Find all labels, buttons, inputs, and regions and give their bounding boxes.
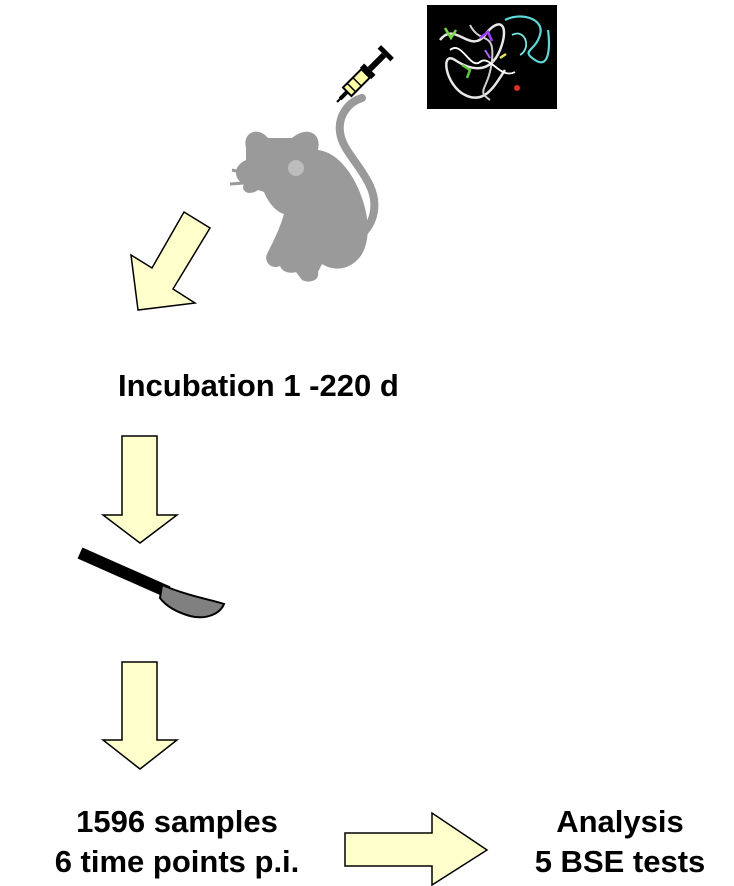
diagonal-down-arrow (130, 210, 212, 311)
analysis-label-line1: Analysis (556, 804, 684, 839)
scalpel-icon (77, 547, 226, 619)
analysis-label-line2: 5 BSE tests (534, 844, 706, 879)
incubation-label: Incubation 1 -220 d (118, 368, 399, 403)
samples-label-line2: 6 time points p.i. (54, 844, 300, 879)
protein-structure-icon (427, 5, 557, 109)
down-arrow-1 (100, 435, 180, 544)
mouse-icon (229, 94, 379, 282)
down-arrow-2 (100, 661, 180, 770)
samples-label-line1: 1596 samples (76, 804, 278, 839)
syringe-icon (338, 45, 394, 101)
right-arrow (344, 811, 489, 886)
